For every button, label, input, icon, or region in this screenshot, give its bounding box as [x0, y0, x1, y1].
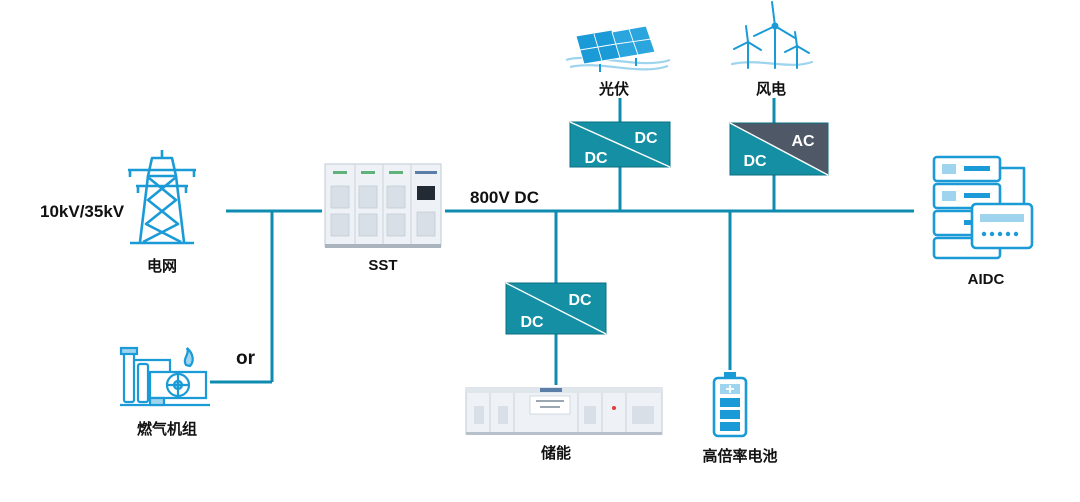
- gas-generator-icon: [119, 346, 210, 407]
- sst-cabinet-icon: [324, 163, 442, 248]
- power-tower-icon: [128, 150, 196, 245]
- pv-dc-dc-converter: DC DC: [569, 121, 671, 168]
- storage-dc-dc-converter: DC DC: [505, 282, 607, 335]
- solar-panel-icon: [565, 25, 671, 72]
- aidc-label: AIDC: [968, 271, 1005, 288]
- wind-turbine-icon: [730, 1, 814, 69]
- battery-label: 高倍率电池: [702, 447, 777, 465]
- battery-icon: [712, 372, 748, 438]
- wind-dc-ac-converter: AC DC: [729, 122, 829, 176]
- wires: [210, 98, 914, 385]
- sst-label: SST: [368, 257, 397, 274]
- pv-converter-left-label: DC: [584, 150, 608, 167]
- grid-label: 电网: [147, 257, 177, 275]
- pv-label: 光伏: [598, 80, 629, 98]
- energy-storage-container-icon: [465, 387, 663, 435]
- wind-converter-right-label: AC: [791, 133, 815, 150]
- gas-turbine-label: 燃气机组: [137, 420, 197, 438]
- wind-label: 风电: [756, 80, 786, 98]
- storage-label: 储能: [541, 444, 571, 462]
- storage-converter-right-label: DC: [568, 292, 592, 309]
- storage-converter-left-label: DC: [520, 314, 544, 331]
- dc-bus-label: 800V DC: [470, 188, 539, 207]
- wind-converter-left-label: DC: [743, 153, 767, 170]
- or-label: or: [236, 348, 256, 369]
- server-rack-icon: [932, 155, 1034, 260]
- grid-voltage-label: 10kV/35kV: [40, 202, 125, 221]
- pv-converter-right-label: DC: [634, 130, 658, 147]
